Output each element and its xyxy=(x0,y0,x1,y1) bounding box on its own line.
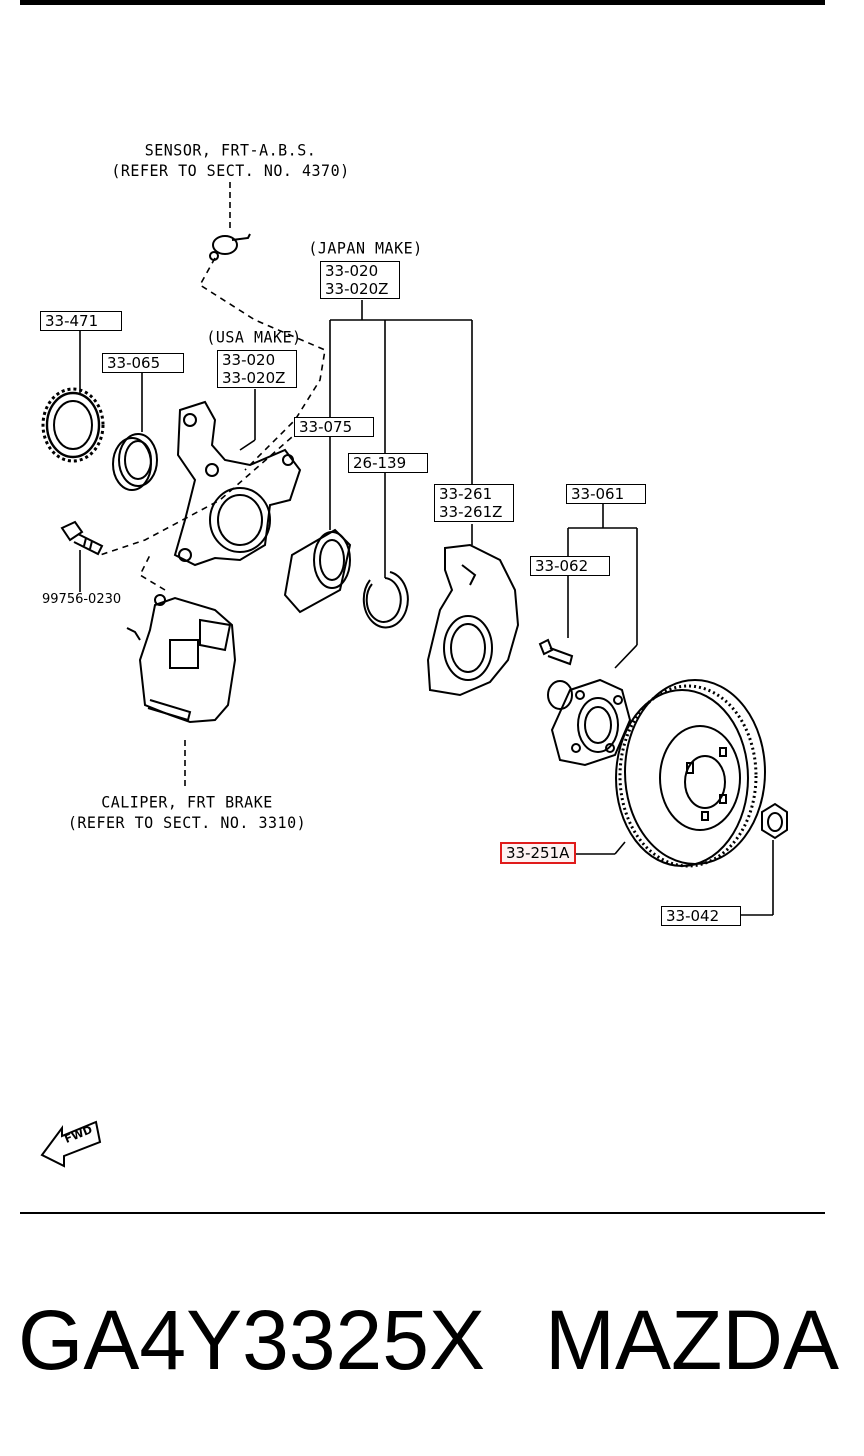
callout-33-042[interactable]: 33-042 xyxy=(661,906,741,926)
sensor-note: SENSOR, FRT-A.B.S. (REFER TO SECT. NO. 4… xyxy=(111,140,350,181)
abs-sensor-drawing xyxy=(209,233,251,261)
seal-drawing xyxy=(112,433,158,491)
callout-33-061[interactable]: 33-061 xyxy=(566,484,646,504)
hub-stud-drawing xyxy=(538,638,574,666)
callout-33-062[interactable]: 33-062 xyxy=(530,556,610,576)
abs-tone-ring-drawing xyxy=(41,387,105,463)
hub-drawing xyxy=(547,678,632,767)
leader-lines xyxy=(79,182,774,916)
callout-33-065[interactable]: 33-065 xyxy=(102,353,184,373)
usa-make-note: (USA MAKE) xyxy=(206,327,302,347)
bolt-drawing xyxy=(60,520,104,556)
brake-rotor-drawing xyxy=(615,679,766,868)
callout-99756-0230[interactable]: 99756-0230 xyxy=(42,592,122,607)
footer: GA4Y3325X MAZDA xyxy=(0,1290,864,1390)
hub-nut-drawing xyxy=(761,802,788,840)
bottom-rule xyxy=(20,1212,825,1214)
part-number: GA4Y3325X xyxy=(18,1293,486,1387)
snap-ring-drawing xyxy=(362,571,409,629)
knuckle-drawing xyxy=(173,400,302,567)
callout-33-471[interactable]: 33-471 xyxy=(40,311,122,331)
japan-make-note: (JAPAN MAKE) xyxy=(308,238,423,258)
dust-shield-drawing xyxy=(426,543,520,697)
top-rule xyxy=(20,0,825,5)
brand-name: MAZDA xyxy=(545,1293,839,1387)
callout-33-251a[interactable]: 33-251A xyxy=(500,842,576,864)
bearing-drawing xyxy=(283,528,352,614)
caliper-note: CALIPER, FRT BRAKE (REFER TO SECT. NO. 3… xyxy=(67,792,307,833)
callout-26-139[interactable]: 26-139 xyxy=(348,453,428,473)
fwd-arrow-drawing xyxy=(40,1120,102,1168)
callout-33-075[interactable]: 33-075 xyxy=(294,417,374,437)
caliper-drawing xyxy=(126,594,237,724)
